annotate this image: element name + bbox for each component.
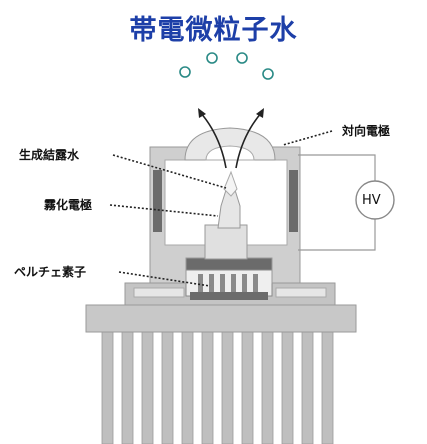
peltier-element — [185, 258, 273, 300]
label-peltier-element: ペルチェ素子 — [14, 265, 87, 279]
label-hv: HV — [362, 193, 381, 208]
platform-inset-left — [133, 287, 185, 298]
label-condensed-water: 生成結露水 — [19, 148, 80, 162]
hv-circuit — [298, 154, 376, 251]
counter-electrode-dome — [184, 127, 276, 161]
hv-power-source — [355, 180, 395, 220]
housing — [149, 146, 301, 284]
arrow-head-right — [256, 108, 264, 118]
heat-sink-fins — [101, 329, 334, 444]
label-counter-electrode: 対向電極 — [342, 124, 391, 138]
page-title: 帯電微粒子水 — [129, 15, 298, 46]
arrow-head-left — [198, 108, 206, 118]
droplets — [179, 52, 274, 80]
heat-sink-base — [85, 304, 357, 333]
droplet — [262, 68, 274, 80]
electrode-plate-left — [153, 170, 162, 232]
droplet — [179, 66, 191, 78]
platform-inset-right — [275, 287, 327, 298]
mist-arrows — [199, 111, 263, 169]
droplet — [206, 52, 218, 64]
leader-lines — [109, 130, 333, 287]
droplet — [236, 52, 248, 64]
electrode-plate-right — [289, 170, 298, 232]
label-atomizing-electrode: 霧化電極 — [44, 198, 93, 212]
